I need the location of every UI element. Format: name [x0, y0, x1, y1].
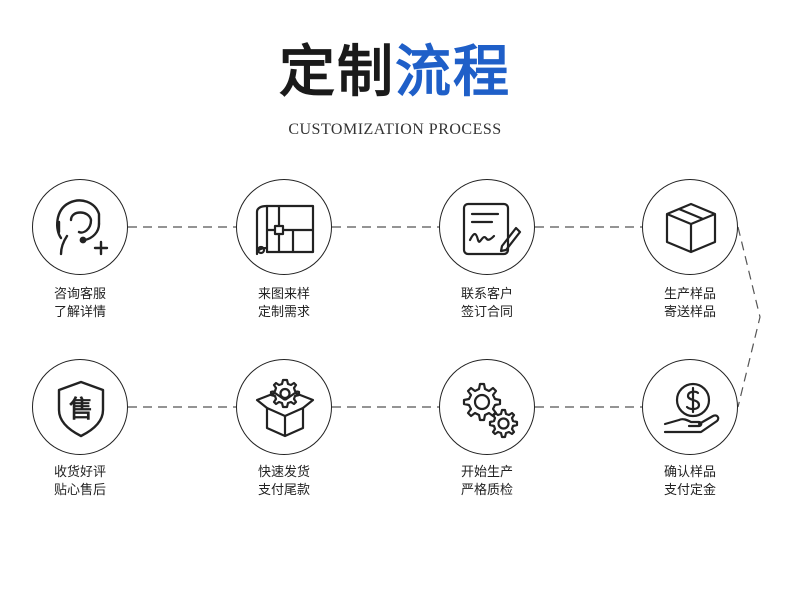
- step-4-node: [642, 179, 738, 275]
- step-5-subtitle: 支付定金: [663, 483, 716, 498]
- step-1-subtitle: 了解详情: [53, 305, 106, 320]
- step-7-title: 快速发货: [257, 465, 310, 480]
- step-2-title: 来图来样: [257, 287, 310, 302]
- dollar-hand-payment-icon: [663, 382, 720, 434]
- step-5-label: 确认样品 支付定金: [630, 464, 750, 500]
- shield-character: 售: [69, 395, 93, 423]
- title-part-blue: 流程: [395, 40, 511, 105]
- page-title: 定制流程: [0, 38, 790, 108]
- step-4-label: 生产样品 寄送样品: [630, 286, 750, 322]
- step-7-node: [236, 359, 332, 455]
- step-8-title: 收货好评: [53, 465, 106, 480]
- step-3-title: 联系客户: [460, 287, 513, 302]
- step-6-subtitle: 严格质检: [460, 483, 513, 498]
- step-8-node: 售: [32, 359, 128, 455]
- step-2-subtitle: 定制需求: [257, 305, 310, 320]
- step-2-label: 来图来样 定制需求: [224, 286, 344, 322]
- step-7-subtitle: 支付尾款: [257, 483, 310, 498]
- step-6-title: 开始生产: [460, 465, 513, 480]
- step-4-title: 生产样品: [663, 287, 716, 302]
- step-8-subtitle: 贴心售后: [53, 483, 106, 498]
- step-1-node: [32, 179, 128, 275]
- after-sale-shield-icon: 售: [57, 380, 105, 438]
- title-part-black: 定制: [279, 40, 395, 105]
- step-8-label: 收货好评 贴心售后: [20, 464, 140, 500]
- step-1-title: 咨询客服: [53, 287, 106, 302]
- step-2-node: [236, 179, 332, 275]
- page-subtitle: CUSTOMIZATION PROCESS: [288, 121, 502, 138]
- step-5-title: 确认样品: [663, 465, 716, 480]
- gears-icon: [462, 382, 519, 439]
- step-3-node: [439, 179, 535, 275]
- step-3-subtitle: 签订合同: [460, 305, 513, 320]
- step-1-label: 咨询客服 了解详情: [20, 286, 140, 322]
- contract-signing-icon: [462, 202, 522, 256]
- connector-4-5: [737, 226, 761, 408]
- step-6-label: 开始生产 严格质检: [427, 464, 547, 500]
- step-7-label: 快速发货 支付尾款: [224, 464, 344, 500]
- open-box-delivery-icon: [255, 378, 315, 438]
- step-3-label: 联系客户 签订合同: [427, 286, 547, 322]
- step-5-node: [642, 359, 738, 455]
- step-4-subtitle: 寄送样品: [663, 305, 716, 320]
- customer-service-headset-icon: [56, 199, 109, 256]
- step-6-node: [439, 359, 535, 455]
- box-package-icon: [665, 202, 717, 254]
- blueprint-drawing-icon: [255, 204, 315, 256]
